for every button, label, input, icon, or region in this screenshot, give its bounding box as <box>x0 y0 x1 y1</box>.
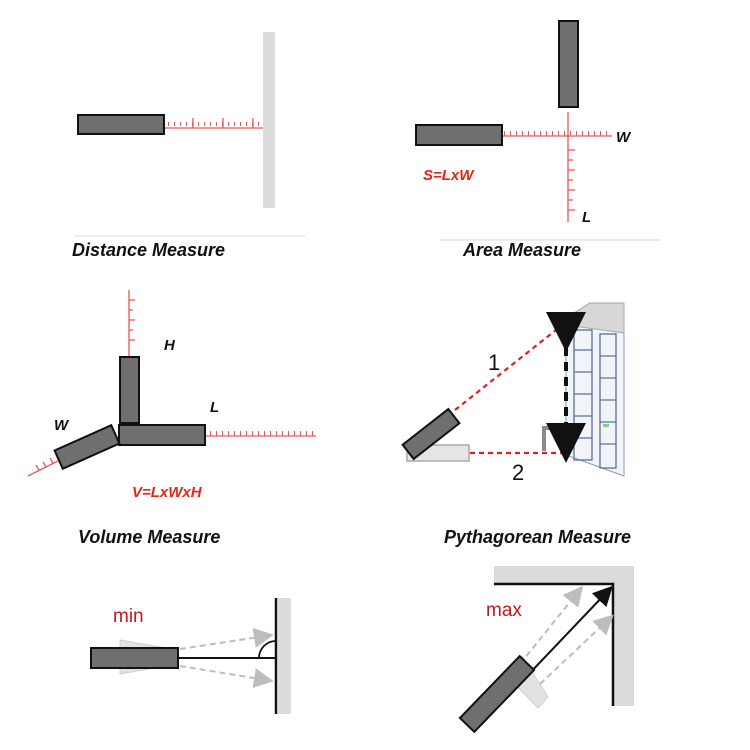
min-device <box>90 647 179 669</box>
area-label-w: W <box>616 129 632 146</box>
volume-device-l <box>118 424 206 446</box>
max-diagonal-line <box>526 585 613 677</box>
pythagorean-label-2: 2 <box>512 460 524 485</box>
right-angle-marker <box>542 426 566 451</box>
area-label-l: L <box>582 209 591 226</box>
distance-caption: Distance Measure <box>72 240 225 260</box>
area-ruler-l <box>567 112 575 222</box>
max-panel: max <box>458 566 634 734</box>
pythagorean-label-1: 1 <box>488 350 500 375</box>
distance-ruler <box>165 118 263 129</box>
pythagorean-panel: 1 2 Pythagorean Measure <box>401 302 631 547</box>
max-arrow-left <box>519 585 584 665</box>
min-panel: min <box>90 598 291 714</box>
max-device <box>458 654 536 734</box>
laser-line-1 <box>454 321 567 411</box>
volume-ruler-h <box>128 290 135 356</box>
min-arrow-down <box>179 665 274 688</box>
volume-device-w <box>53 423 121 471</box>
min-label: min <box>113 606 144 627</box>
area-panel: W L S=LxW Area Measure <box>415 20 660 260</box>
area-caption: Area Measure <box>462 240 581 260</box>
volume-label-h: H <box>164 337 176 354</box>
pythagorean-caption: Pythagorean Measure <box>444 527 631 547</box>
building <box>565 302 625 477</box>
max-corner-edge <box>494 582 615 706</box>
area-device-vertical <box>558 20 579 108</box>
volume-label-w: W <box>54 417 70 434</box>
max-corner-wall <box>494 566 634 706</box>
max-label: max <box>486 600 522 621</box>
max-arrow-right <box>539 614 614 685</box>
area-formula: S=LxW <box>423 167 475 184</box>
area-ruler-w <box>503 131 612 137</box>
volume-device-h <box>119 356 140 424</box>
min-wall <box>278 598 291 714</box>
volume-label-l: L <box>210 399 219 416</box>
min-angle-arc <box>258 640 277 659</box>
volume-formula: V=LxWxH <box>132 484 203 501</box>
area-device-horizontal <box>415 124 503 146</box>
volume-panel: H L W V=LxWxH Volume Measure <box>27 290 316 547</box>
min-arrow-up <box>179 627 274 650</box>
volume-caption: Volume Measure <box>78 527 220 547</box>
pythagorean-device <box>401 407 461 461</box>
volume-ruler-w <box>27 457 59 477</box>
distance-panel: Distance Measure <box>72 32 305 260</box>
distance-wall <box>263 32 275 208</box>
distance-device <box>77 114 165 135</box>
volume-ruler-l <box>206 431 316 437</box>
